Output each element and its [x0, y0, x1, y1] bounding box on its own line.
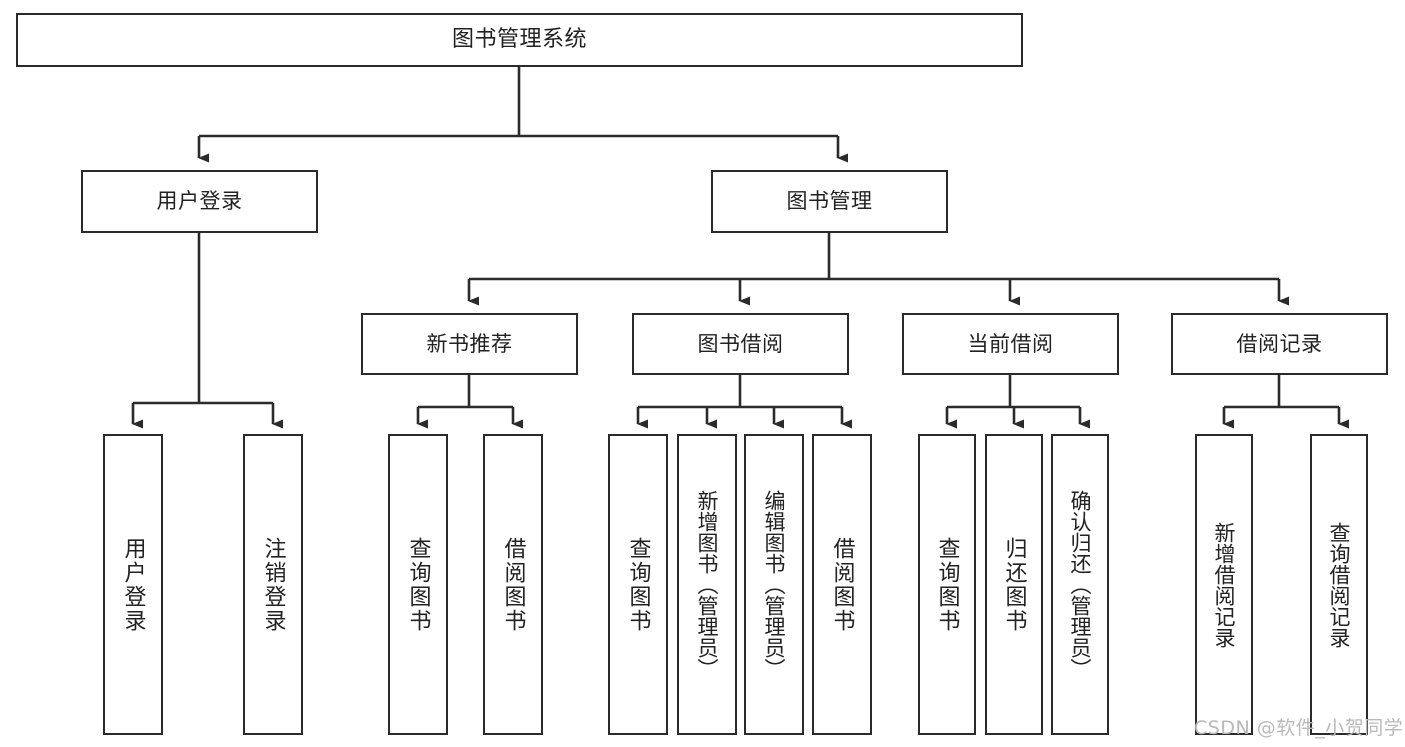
watermark-label: CSDN @软件_小贺同学	[1194, 717, 1404, 739]
edges-book-manage-to-level3	[467, 233, 1289, 306]
leaf-edit-book-admin[interactable]: 编辑图书（管理员）	[744, 434, 804, 735]
leaf-add-borrow-record[interactable]: 新增借阅记录	[1195, 434, 1253, 735]
leaf-query-book-1[interactable]: 查询图书	[388, 434, 448, 735]
leaf-return-book[interactable]: 归还图书	[985, 434, 1043, 735]
node-current-borrow[interactable]: 当前借阅	[902, 313, 1119, 375]
leaf-borrow-book-2[interactable]: 借阅图书	[812, 434, 872, 735]
node-new-book-recommend-label: 新书推荐	[426, 331, 513, 356]
edges-user-login-to-leaves	[131, 233, 283, 429]
leaf-query-book-2-label: 查询图书	[625, 536, 651, 633]
node-user-login-label: 用户登录	[156, 189, 243, 214]
node-book-manage-label: 图书管理	[786, 189, 873, 214]
edges-new-book-recommend-to-leaves	[416, 375, 523, 429]
node-root-label: 图书管理系统	[451, 27, 587, 53]
leaf-user-login[interactable]: 用户登录	[103, 434, 163, 735]
node-borrow-record-label: 借阅记录	[1236, 331, 1323, 356]
leaf-logout-login[interactable]: 注销登录	[243, 434, 303, 735]
leaf-add-book-admin[interactable]: 新增图书（管理员）	[677, 434, 737, 735]
leaf-borrow-book-1-label: 借阅图书	[500, 536, 526, 633]
node-user-login[interactable]: 用户登录	[81, 170, 318, 233]
node-current-borrow-label: 当前借阅	[967, 331, 1054, 356]
leaf-query-book-3-label: 查询图书	[934, 536, 960, 633]
node-book-manage[interactable]: 图书管理	[711, 170, 948, 233]
leaf-query-book-3[interactable]: 查询图书	[918, 434, 976, 735]
leaf-edit-book-admin-label: 编辑图书（管理员）	[762, 490, 787, 679]
edges-borrow-record-to-leaves	[1222, 375, 1349, 429]
leaf-add-book-admin-label: 新增图书（管理员）	[695, 490, 720, 679]
node-book-borrow[interactable]: 图书借阅	[632, 313, 849, 375]
node-borrow-record[interactable]: 借阅记录	[1171, 313, 1388, 375]
leaf-query-borrow-record[interactable]: 查询借阅记录	[1310, 434, 1368, 735]
leaf-user-login-label: 用户登录	[120, 536, 146, 633]
node-book-borrow-label: 图书借阅	[697, 331, 784, 356]
node-new-book-recommend[interactable]: 新书推荐	[361, 313, 578, 375]
leaf-confirm-return-admin-label: 确认归还（管理员）	[1068, 490, 1093, 679]
edges-book-borrow-to-leaves	[636, 375, 852, 429]
leaf-logout-login-label: 注销登录	[260, 536, 286, 633]
leaf-add-borrow-record-label: 新增借阅记录	[1212, 521, 1237, 648]
node-root[interactable]: 图书管理系统	[16, 13, 1023, 67]
leaf-return-book-label: 归还图书	[1001, 536, 1027, 633]
leaf-query-book-2[interactable]: 查询图书	[608, 434, 668, 735]
leaf-borrow-book-2-label: 借阅图书	[829, 536, 855, 633]
edges-root-to-level2	[197, 67, 848, 163]
leaf-confirm-return-admin[interactable]: 确认归还（管理员）	[1051, 434, 1109, 735]
edges-current-borrow-to-leaves	[945, 375, 1090, 429]
leaf-borrow-book-1[interactable]: 借阅图书	[483, 434, 543, 735]
leaf-query-borrow-record-label: 查询借阅记录	[1327, 521, 1352, 648]
leaf-query-book-1-label: 查询图书	[405, 536, 431, 633]
